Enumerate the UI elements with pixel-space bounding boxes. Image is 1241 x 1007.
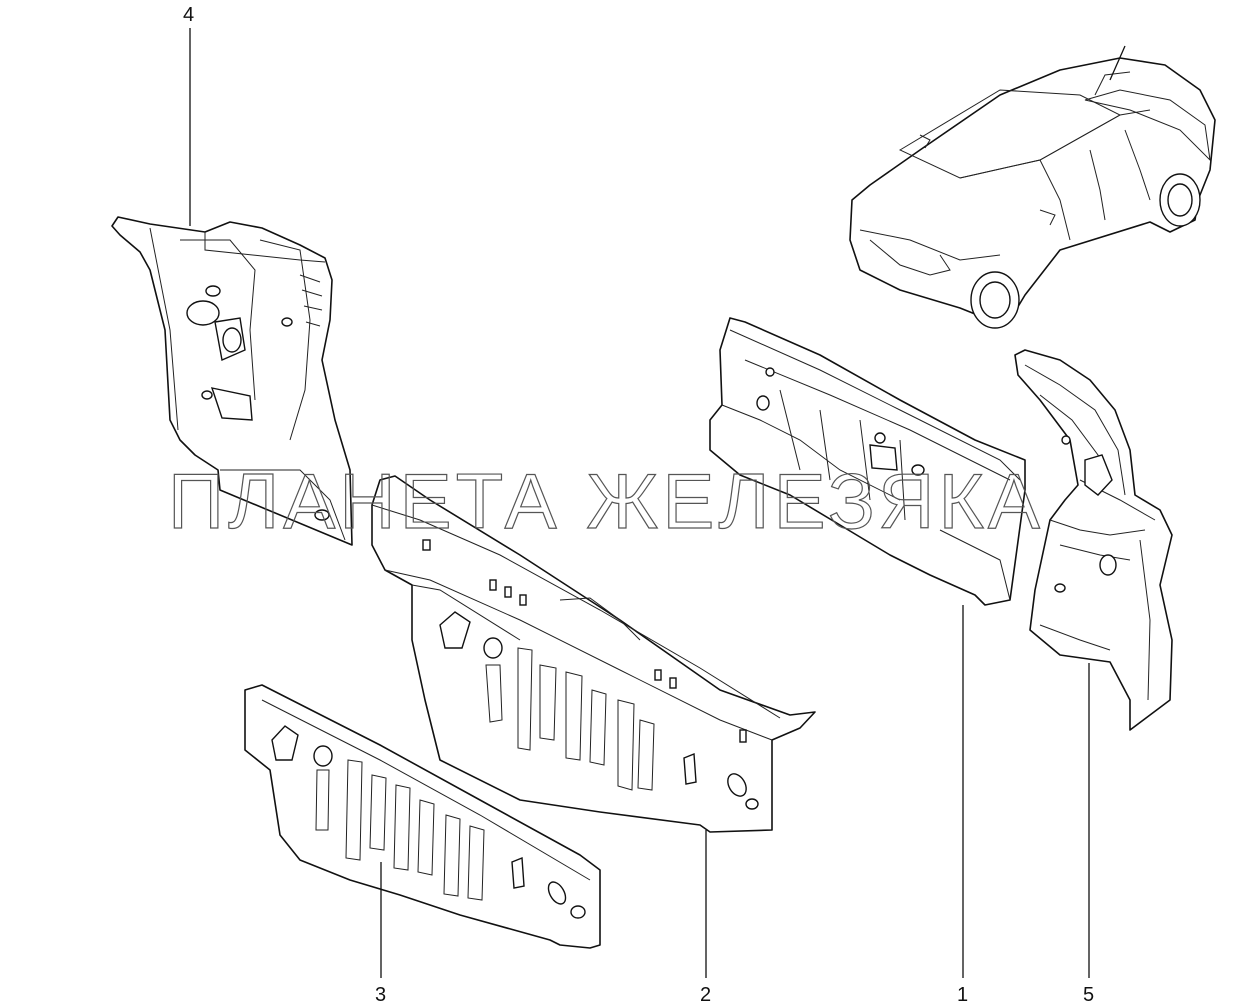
watermark: ПЛАНЕТА ЖЕЛЕЗЯКА [168,457,1044,545]
part-1-cross-member [709,317,1026,606]
part-4-side-panel [111,216,353,546]
callout-2: 2 [700,984,711,1006]
part-2-rear-panel [371,475,816,833]
car-pointer-line [1109,45,1126,81]
callout-5: 5 [1083,984,1094,1006]
callout-4: 4 [183,4,194,26]
callout-1: 1 [957,984,968,1006]
part-5-side-panel [1014,349,1173,731]
callout-3: 3 [375,984,386,1006]
reference-car-icon [849,57,1216,329]
part-3-rear-panel-outer [244,684,601,949]
